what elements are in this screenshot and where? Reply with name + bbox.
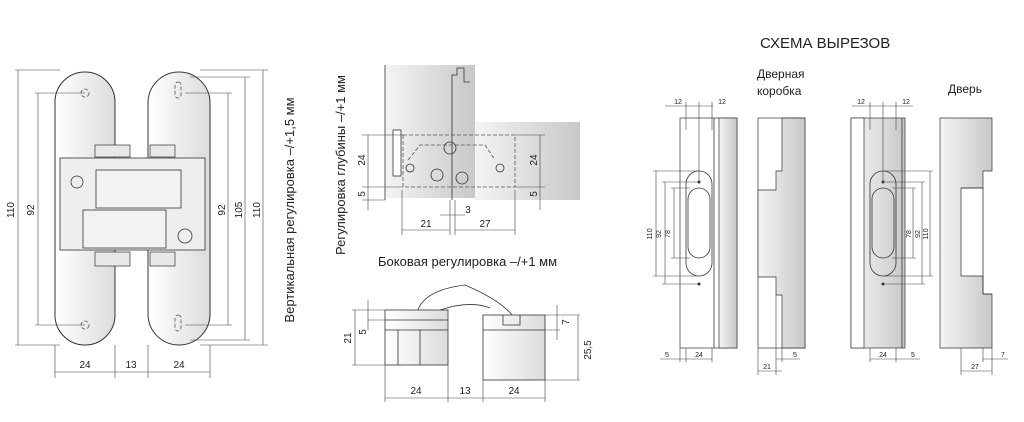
- depth-adjustment-label: Регулировка глубины –/+1 мм: [333, 75, 348, 255]
- dim-w-left: 24: [410, 386, 422, 397]
- dim-slot: 105: [234, 201, 245, 218]
- dim-gap: 13: [459, 386, 471, 397]
- dim-h-left: 21: [343, 332, 354, 344]
- frame-side-cutout: 21 5: [757, 117, 806, 375]
- svg-text:78: 78: [665, 230, 672, 238]
- dim-offset-right: 5: [529, 191, 540, 197]
- adjust-screw-icon: [177, 228, 193, 244]
- dim-holes-right: 92: [217, 204, 228, 216]
- dim-w-right: 24: [508, 386, 520, 397]
- svg-text:21: 21: [763, 364, 771, 371]
- svg-text:110: 110: [647, 228, 654, 239]
- dim-gap: 13: [125, 360, 137, 371]
- svg-text:24: 24: [695, 352, 703, 359]
- svg-text:110: 110: [923, 228, 930, 239]
- svg-text:12: 12: [857, 99, 865, 106]
- dim-h-right: 24: [529, 154, 540, 166]
- dim-holes-left: 92: [26, 204, 37, 216]
- door-front-cutout: 12 12 78 92 110 24 5: [850, 99, 933, 362]
- svg-text:12: 12: [718, 99, 726, 106]
- door-side-cutout: 27 7: [939, 117, 1008, 375]
- hinge-side-view: 21 5 7 25,5 24 13 24: [343, 284, 594, 402]
- svg-text:5: 5: [793, 352, 797, 359]
- cutout-title: СХЕМА ВЫРЕЗОВ: [760, 35, 890, 52]
- side-adjustment-label: Боковая регулировка –/+1 мм: [378, 254, 557, 269]
- dim-height-right: 110: [252, 202, 263, 218]
- dim-offset-left: 5: [357, 191, 368, 197]
- dim-width-right: 24: [173, 360, 185, 371]
- dim-h-right: 25,5: [583, 340, 594, 360]
- cutout-scheme: СХЕМА ВЫРЕЗОВ Дверная коробка Дверь 12 1…: [647, 35, 1008, 375]
- dim-height-left: 110: [6, 202, 17, 218]
- hinge-front-view: 110 92 92 105 110 24 13 24 Вертикальная …: [6, 69, 297, 378]
- dim-width-left: 24: [79, 360, 91, 371]
- svg-text:78: 78: [906, 230, 913, 238]
- adjust-screw-icon: [70, 175, 84, 189]
- svg-text:7: 7: [1001, 352, 1005, 359]
- frame-label-2: коробка: [757, 84, 802, 98]
- vertical-adjustment-label: Вертикальная регулировка –/+1,5 мм: [282, 97, 297, 322]
- frame-front-cutout: 12 12 110 92 78 5 24: [647, 99, 738, 362]
- door-label: Дверь: [948, 82, 982, 96]
- frame-label-1: Дверная: [757, 67, 805, 81]
- hinge-top-view: 24 5 24 5 21 3 27 Регулировка глубины –/…: [333, 65, 580, 269]
- svg-text:92: 92: [915, 230, 922, 238]
- svg-text:12: 12: [674, 99, 682, 106]
- frame-section: [475, 122, 580, 200]
- svg-text:27: 27: [971, 364, 979, 371]
- dim-step-left: 5: [358, 329, 369, 335]
- svg-text:24: 24: [879, 352, 887, 359]
- dim-gap: 3: [465, 205, 471, 216]
- dim-w-left: 21: [420, 219, 432, 230]
- svg-text:12: 12: [902, 99, 910, 106]
- dim-w-right: 27: [479, 219, 491, 230]
- svg-text:5: 5: [911, 352, 915, 359]
- dim-step-right: 7: [561, 319, 572, 325]
- dim-h-left: 24: [357, 154, 368, 166]
- svg-text:5: 5: [665, 352, 669, 359]
- svg-text:92: 92: [656, 230, 663, 238]
